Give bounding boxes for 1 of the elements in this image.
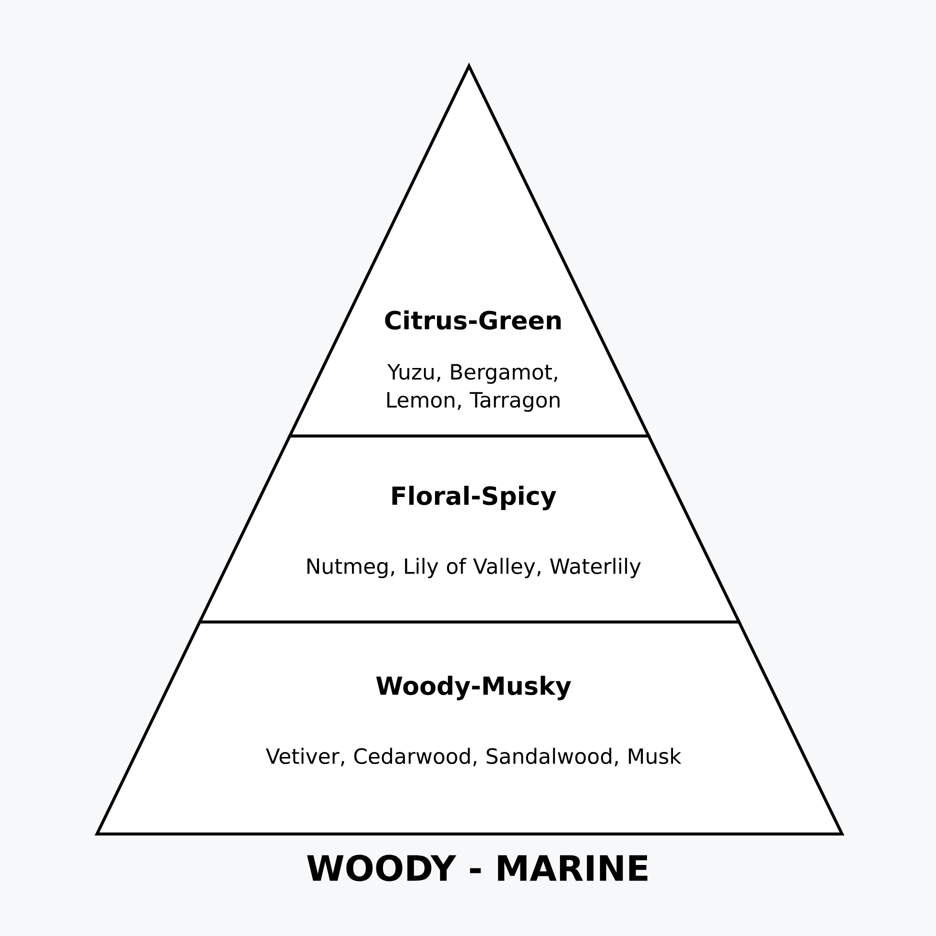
title: WOODY - MARINE	[307, 854, 648, 882]
